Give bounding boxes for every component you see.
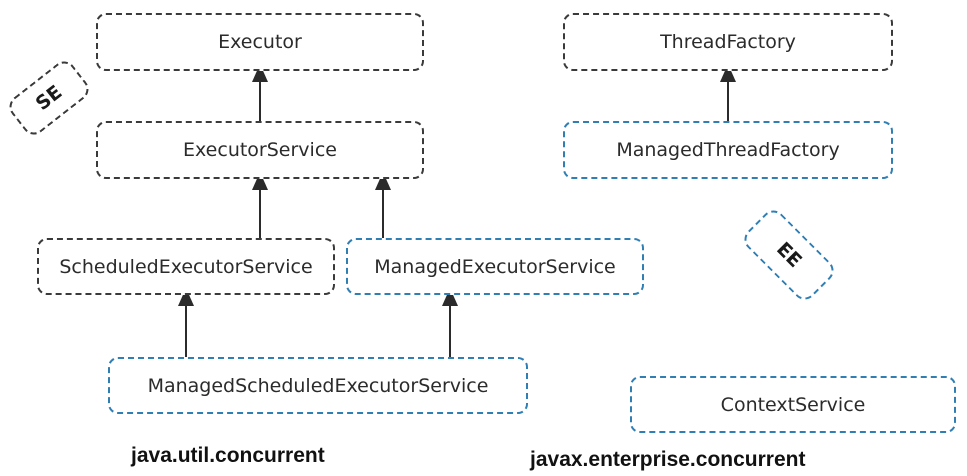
node-executor-service-label: ExecutorService xyxy=(183,139,337,161)
node-context-service-label: ContextService xyxy=(720,393,866,416)
package-javax-enterprise-concurrent: javax.enterprise.concurrent xyxy=(530,448,806,471)
node-context-service: ContextService xyxy=(630,376,956,433)
node-managed-thread-factory-label: ManagedThreadFactory xyxy=(616,139,840,161)
node-managed-executor-service: ManagedExecutorService xyxy=(346,238,644,295)
ee-tag-label: EE xyxy=(772,238,806,272)
package-java-util-concurrent: java.util.concurrent xyxy=(131,444,325,467)
node-managed-scheduled-executor-service-label: ManagedScheduledExecutorService xyxy=(147,374,489,397)
node-managed-thread-factory: ManagedThreadFactory xyxy=(563,121,893,179)
node-thread-factory-label: ThreadFactory xyxy=(660,31,796,53)
se-tag-label: SE xyxy=(31,81,67,115)
node-managed-scheduled-executor-service: ManagedScheduledExecutorService xyxy=(108,357,528,414)
node-managed-executor-service-label: ManagedExecutorService xyxy=(374,255,616,278)
node-executor: Executor xyxy=(96,13,424,71)
node-scheduled-executor-service-label: ScheduledExecutorService xyxy=(59,255,313,278)
node-executor-label: Executor xyxy=(218,31,302,53)
node-executor-service: ExecutorService xyxy=(96,121,424,179)
node-thread-factory: ThreadFactory xyxy=(563,13,893,71)
node-scheduled-executor-service: ScheduledExecutorService xyxy=(37,238,335,295)
